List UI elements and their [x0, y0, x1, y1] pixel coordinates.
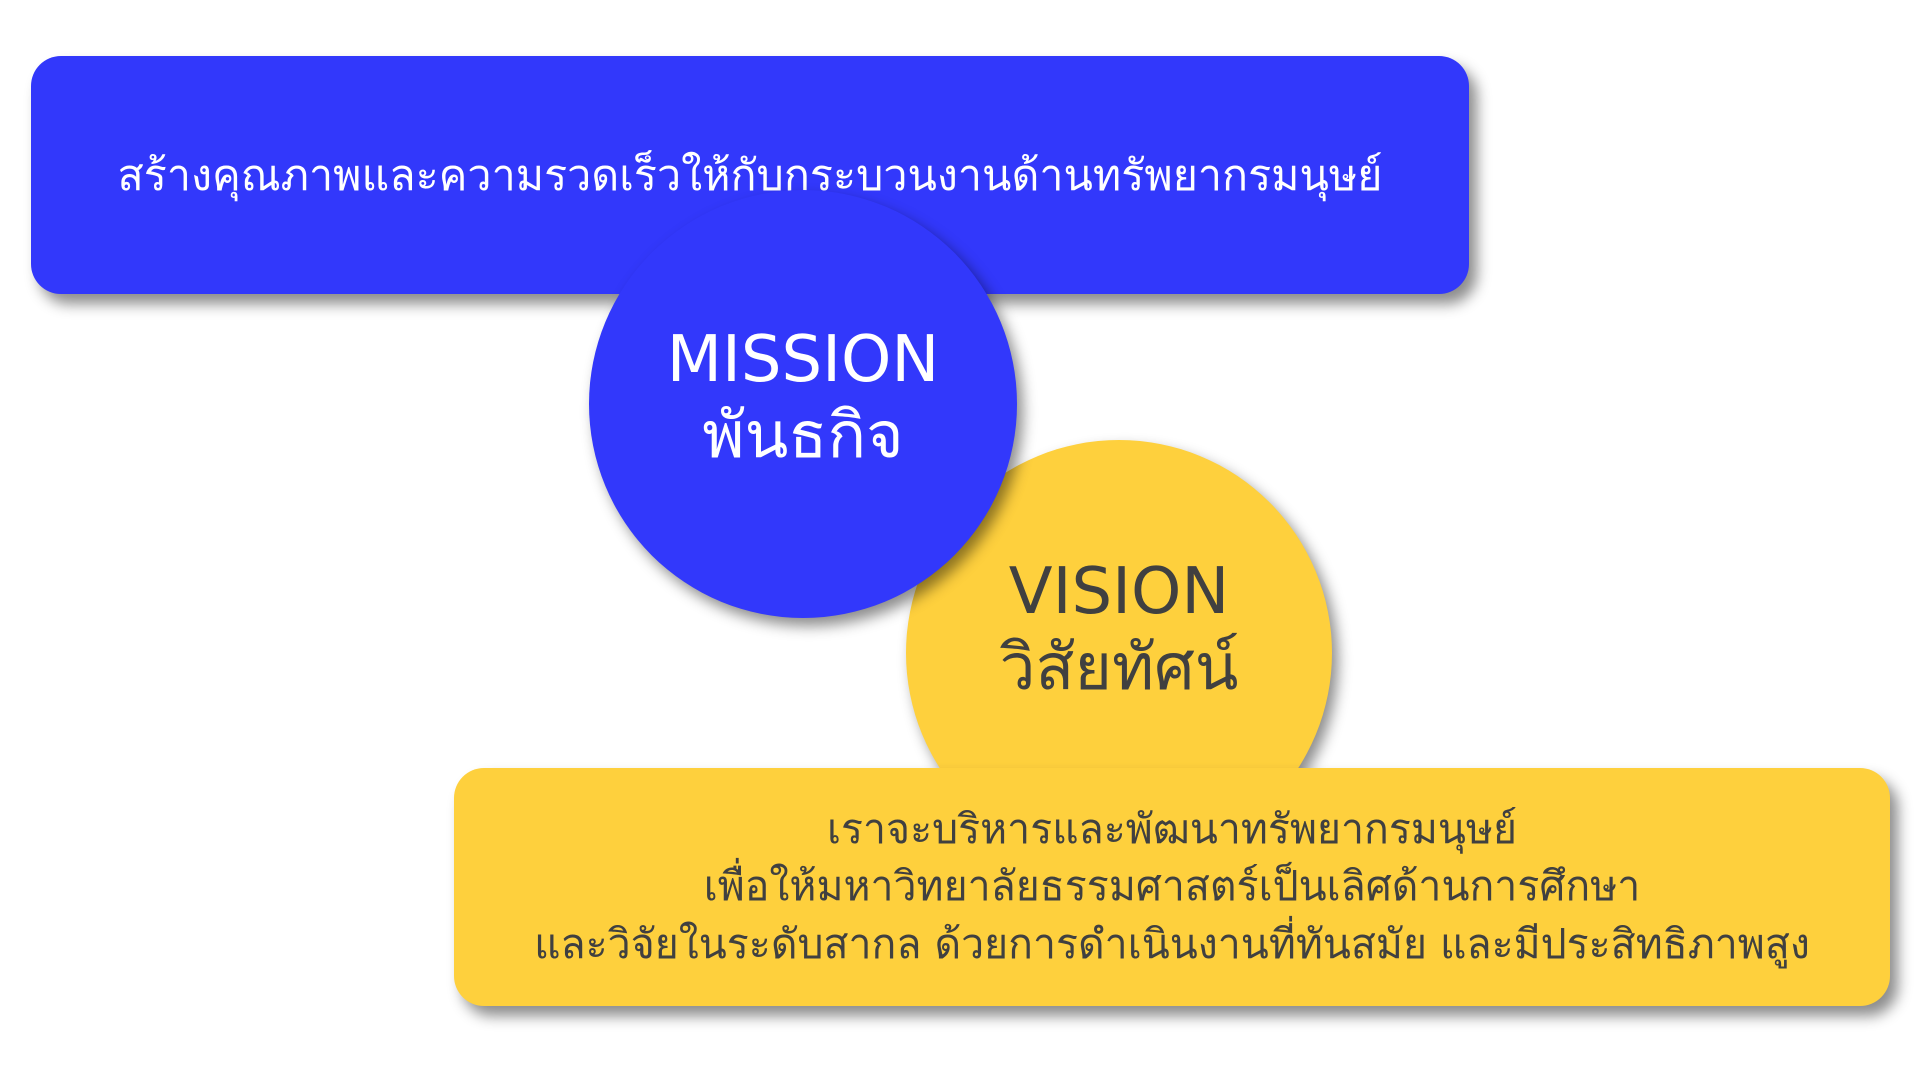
mission-title-en: MISSION: [666, 323, 940, 398]
vision-title-th: วิสัยทัศน์: [999, 630, 1239, 705]
vision-title-en: VISION: [1008, 555, 1230, 629]
mission-title-th: พันธกิจ: [702, 399, 904, 473]
vision-statement-box: เราจะบริหารและพัฒนาทรัพยากรมนุษย์ เพื่อใ…: [454, 768, 1890, 1006]
vision-statement-line-1: เราจะบริหารและพัฒนาทรัพยากรมนุษย์: [827, 804, 1517, 853]
vision-statement-line-2: เพื่อให้มหาวิทยาลัยธรรมศาสตร์เป็นเลิศด้า…: [703, 862, 1641, 911]
vision-statement-line-3: และวิจัยในระดับสากล ด้วยการดำเนินงานที่ท…: [534, 919, 1810, 968]
mission-circle: MISSION พันธกิจ: [589, 190, 1017, 618]
mission-statement: สร้างคุณภาพและความรวดเร็วให้กับกระบวนงาน…: [117, 151, 1383, 201]
